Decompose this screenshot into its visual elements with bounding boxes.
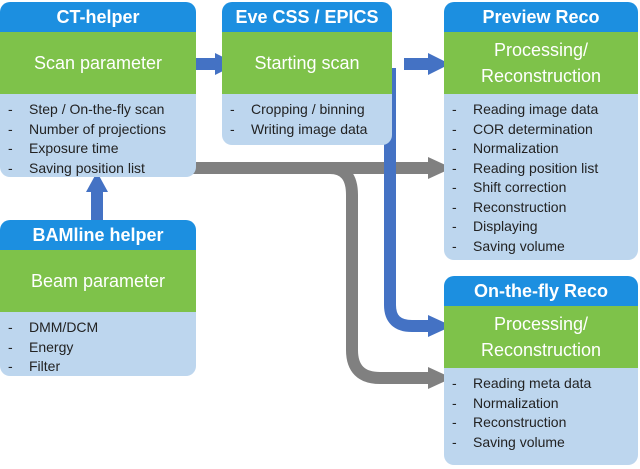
arrow-ct-to-onthefly-head [428,367,452,389]
onthefly-reco-subtitle-line1: Processing/ [493,314,589,334]
list-item: Reading image data [444,100,638,120]
list-item: Reconstruction [444,413,638,433]
preview-reco-subtitle-line1: Processing/ [493,40,589,60]
arrow-ct-to-onthefly [329,162,428,384]
preview-reco-list: Reading image data COR determination Nor… [444,94,638,260]
bamline-helper-title: BAMline helper [0,220,196,250]
ct-helper-list: Step / On-the-fly scan Number of project… [0,94,196,179]
arrow-eve-to-preview-head [428,53,450,75]
list-item: Reading position list [444,159,638,179]
list-item: Reading meta data [444,374,638,394]
list-item: COR determination [444,120,638,140]
list-item: Normalization [444,394,638,414]
list-item: Saving position list [0,159,196,179]
preview-reco-box: Preview Reco Processing/ Reconstruction … [444,2,638,260]
onthefly-reco-list: Reading meta data Normalization Reconstr… [444,368,638,465]
list-item: Normalization [444,139,638,159]
list-item: DMM/DCM [0,318,196,338]
preview-reco-subtitle-line2: Reconstruction [480,66,602,86]
arrow-bamline-to-ct-head [86,172,108,192]
onthefly-reco-title: On-the-fly Reco [444,276,638,306]
list-item: Shift correction [444,178,638,198]
list-item: Energy [0,338,196,358]
list-item: Step / On-the-fly scan [0,100,196,120]
eve-subtitle: Starting scan [222,32,392,94]
list-item: Saving volume [444,433,638,453]
preview-reco-subtitle: Processing/ Reconstruction [444,32,638,94]
eve-title: Eve CSS / EPICS [222,2,392,32]
onthefly-reco-subtitle-line2: Reconstruction [480,340,602,360]
list-item: Saving volume [444,237,638,257]
list-item: Cropping / binning [222,100,392,120]
arrow-ct-to-preview-head [428,157,452,179]
onthefly-reco-subtitle: Processing/ Reconstruction [444,306,638,368]
bamline-helper-subtitle: Beam parameter [0,250,196,312]
ct-helper-box: CT-helper Scan parameter Step / On-the-f… [0,2,196,179]
bamline-helper-box: BAMline helper Beam parameter DMM/DCM En… [0,220,196,376]
preview-reco-title: Preview Reco [444,2,638,32]
eve-box: Eve CSS / EPICS Starting scan Cropping /… [222,2,392,145]
arrow-eve-to-onthefly [384,68,428,332]
list-item: Reconstruction [444,198,638,218]
list-item: Number of projections [0,120,196,140]
arrow-eve-to-onthefly-head [428,315,452,337]
list-item: Writing image data [222,120,392,140]
ct-helper-title: CT-helper [0,2,196,32]
list-item: Filter [0,357,196,377]
onthefly-reco-box: On-the-fly Reco Processing/ Reconstructi… [444,276,638,465]
ct-helper-subtitle: Scan parameter [0,32,196,94]
eve-list: Cropping / binning Writing image data [222,94,392,145]
bamline-helper-list: DMM/DCM Energy Filter [0,312,196,376]
list-item: Displaying [444,217,638,237]
list-item: Exposure time [0,139,196,159]
